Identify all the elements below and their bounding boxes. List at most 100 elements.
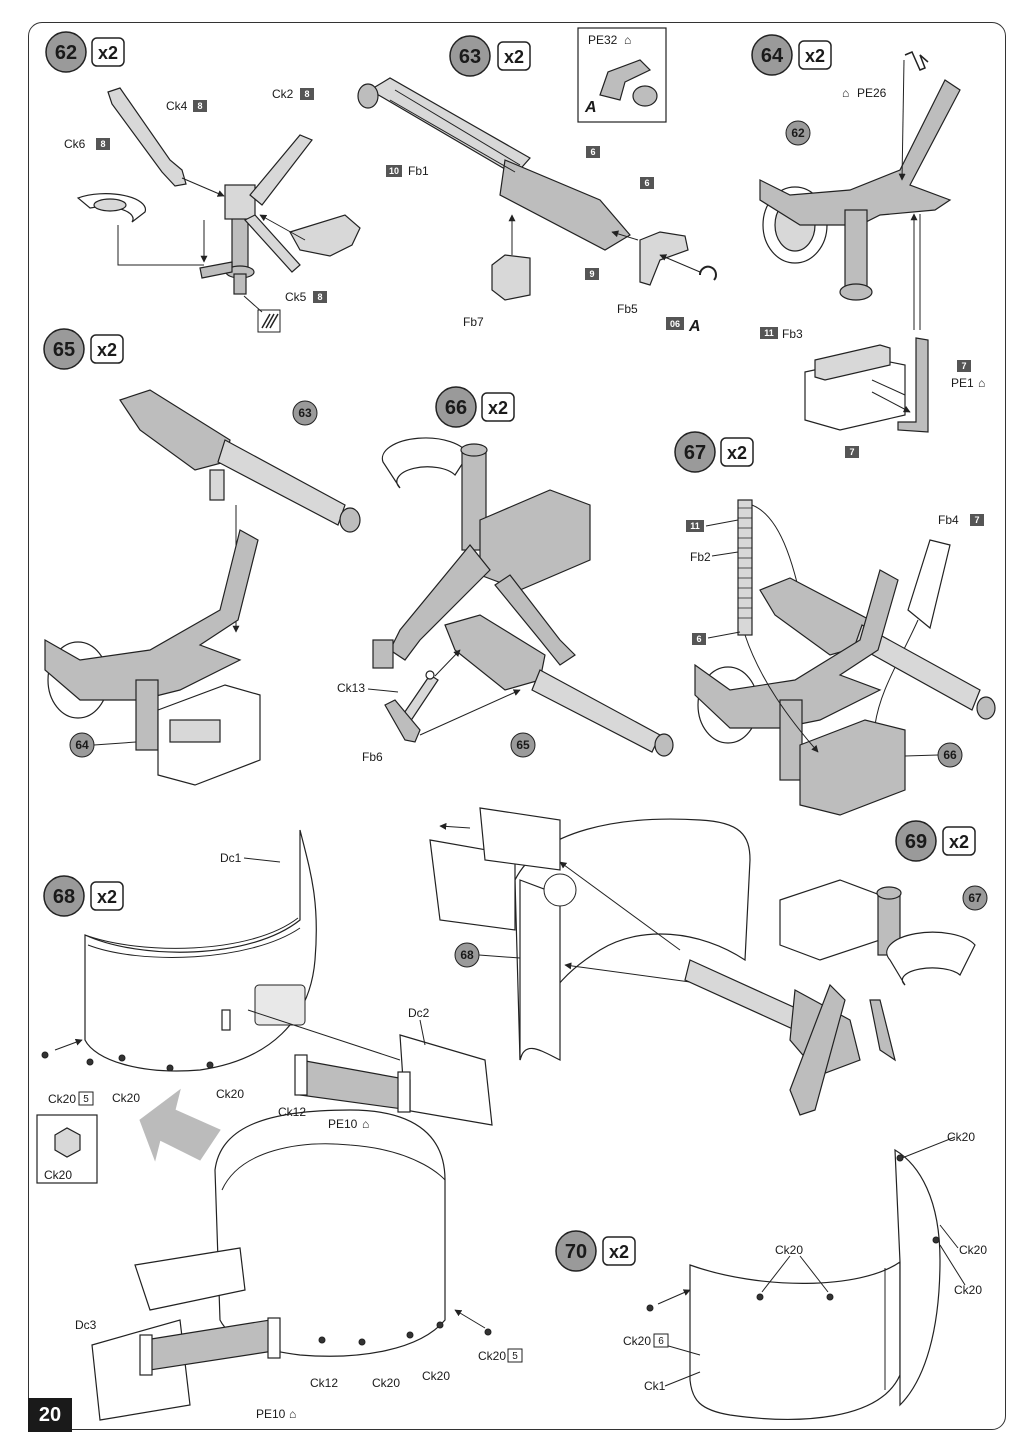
label-fb1: Fb1 xyxy=(408,164,429,178)
label-ck20: Ck20 xyxy=(422,1369,450,1383)
gun-barrel xyxy=(531,669,661,753)
label-pe10: PE10 xyxy=(328,1117,358,1131)
code-box xyxy=(970,514,984,526)
label-ck20: Ck20 xyxy=(954,1283,982,1297)
part-pe26 xyxy=(904,51,929,71)
step-number: 64 xyxy=(761,45,784,67)
svg-text:6: 6 xyxy=(696,634,701,644)
pivot-frame xyxy=(44,529,259,701)
multiplier: x2 xyxy=(609,1242,629,1262)
pe-icon: ⌂ xyxy=(842,86,849,100)
multiplier-box xyxy=(90,334,124,364)
glue-icon xyxy=(257,309,281,333)
multiplier: x2 xyxy=(949,832,969,852)
pivot-head xyxy=(224,184,256,220)
label-ck13: Ck13 xyxy=(337,681,365,695)
label-pe1: PE1 xyxy=(951,376,974,390)
part-fb4 xyxy=(907,539,951,630)
svg-text:7: 7 xyxy=(849,447,854,457)
part-fb5 xyxy=(639,231,689,286)
svg-text:11: 11 xyxy=(690,521,700,531)
part-fb6 xyxy=(384,699,421,743)
multiplier: x2 xyxy=(727,443,747,463)
step-number: 69 xyxy=(905,831,927,853)
multiplier-box xyxy=(942,826,976,856)
step-number: 68 xyxy=(53,886,75,908)
gun-receiver xyxy=(119,389,231,471)
multiplier: x2 xyxy=(504,47,524,67)
step-62: 62 x2 Ck4 8 Ck2 8 Ck6 8 Ck5 xyxy=(45,31,361,333)
multiplier-box xyxy=(720,437,754,467)
step-badge xyxy=(895,820,937,862)
part-pe10 xyxy=(299,1059,411,1111)
direction-arrow xyxy=(139,1088,221,1162)
svg-text:68: 68 xyxy=(460,948,474,962)
step-number: 70 xyxy=(565,1241,587,1263)
label-fb5: Fb5 xyxy=(617,302,638,316)
shield-dc2 xyxy=(399,1034,493,1126)
part-fb7 xyxy=(491,254,531,301)
step-number: 67 xyxy=(684,442,706,464)
ref-badge xyxy=(510,732,536,758)
label-ck12: Ck12 xyxy=(310,1376,338,1390)
step-68: 68 x2 xyxy=(36,829,523,1421)
svg-text:06: 06 xyxy=(670,319,680,329)
traverse-disc xyxy=(381,437,469,489)
part-ck4 xyxy=(107,87,187,187)
svg-text:8: 8 xyxy=(317,292,322,302)
svg-text:6: 6 xyxy=(658,1336,664,1347)
code-box xyxy=(300,88,314,100)
traverse-disc xyxy=(886,931,976,986)
svg-text:8: 8 xyxy=(197,101,202,111)
tripod-leg xyxy=(789,983,846,1116)
page-frame xyxy=(28,22,1006,1430)
code-box xyxy=(686,520,704,532)
svg-text:6: 6 xyxy=(644,178,649,188)
svg-text:5: 5 xyxy=(512,1351,518,1362)
ammo-box xyxy=(799,719,906,816)
label-ck20-x6: Ck20 xyxy=(623,1334,651,1348)
step-badge xyxy=(751,34,793,76)
label-dc2: Dc2 xyxy=(408,1006,430,1020)
step-69: 69 x2 68 67 xyxy=(429,807,988,1116)
svg-text:7: 7 xyxy=(961,361,966,371)
step-number: 62 xyxy=(55,42,77,64)
ref-badge xyxy=(292,400,318,426)
label-fb6: Fb6 xyxy=(362,750,383,764)
page-number: 20 xyxy=(28,1398,72,1432)
step-number: 66 xyxy=(445,397,467,419)
step-badge xyxy=(45,31,87,73)
svg-text:65: 65 xyxy=(516,738,530,752)
label-ck6: Ck6 xyxy=(64,137,86,151)
step-badge xyxy=(43,875,85,917)
label-ck20: Ck20 xyxy=(775,1243,803,1257)
step-badge xyxy=(435,386,477,428)
step-badge xyxy=(449,35,491,77)
shield xyxy=(514,818,751,1061)
code-box xyxy=(640,177,654,189)
svg-text:9: 9 xyxy=(589,269,594,279)
gun-barrel xyxy=(684,959,801,1031)
step-badge xyxy=(43,328,85,370)
label-ck4: Ck4 xyxy=(166,99,188,113)
shield-dc1 xyxy=(84,829,317,1072)
gun-barrel xyxy=(854,624,981,711)
multiplier: x2 xyxy=(488,398,508,418)
receiver xyxy=(499,159,631,251)
multiplier-box xyxy=(481,392,515,422)
svg-text:6: 6 xyxy=(590,147,595,157)
svg-text:67: 67 xyxy=(968,891,982,905)
pivot-post xyxy=(844,209,868,291)
step-number: 63 xyxy=(459,46,481,68)
multiplier-box xyxy=(798,40,832,70)
svg-text:5: 5 xyxy=(83,1094,89,1105)
code-box xyxy=(692,633,706,645)
label-ck20: Ck20 xyxy=(372,1376,400,1390)
label-a: A xyxy=(688,318,701,335)
label-pe26: PE26 xyxy=(857,86,887,100)
label-ck20: Ck20 xyxy=(44,1168,72,1182)
svg-text:7: 7 xyxy=(974,515,979,525)
part-ck5 xyxy=(289,214,361,257)
barrel-jacket xyxy=(368,77,531,176)
